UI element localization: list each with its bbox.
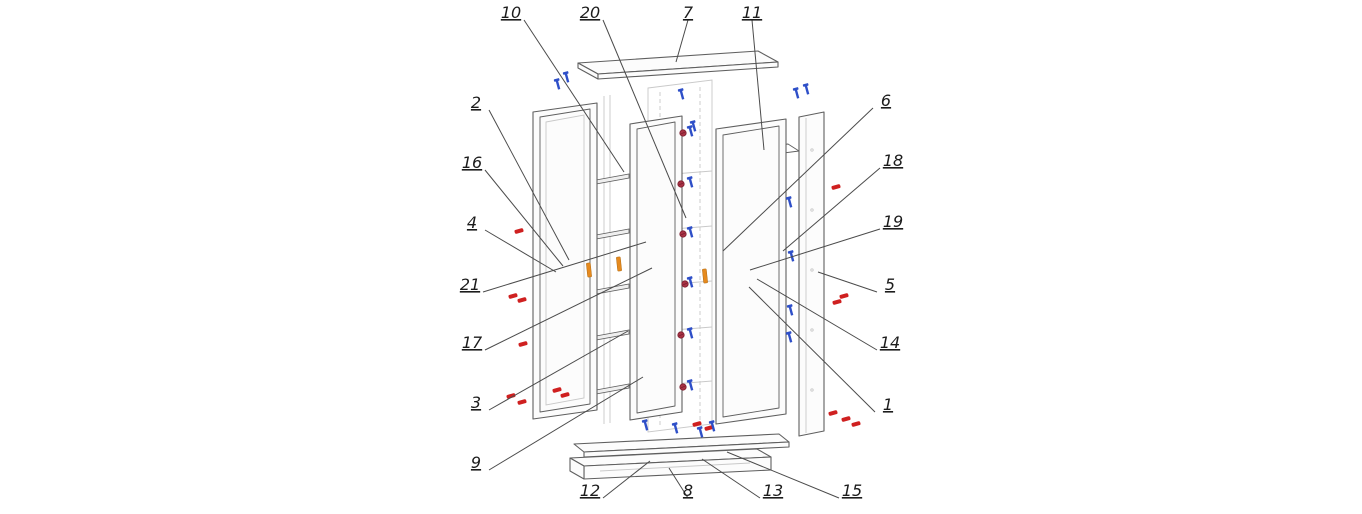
callout-17: 17 [462,267,653,352]
callout-10: 10 [501,3,625,173]
bolt-icon [785,331,793,343]
callout-label: 21 [460,275,480,294]
callout-18: 18 [782,151,903,252]
bolt-icon [689,120,697,132]
callout-1: 1 [748,286,893,414]
bolt-icon [686,226,694,238]
handle-icon [616,256,622,272]
callout-12: 12 [580,460,651,500]
cam-lock-icon [677,180,685,188]
top-panel [577,50,779,80]
callout-label: 9 [471,453,481,472]
bolt-icon [686,276,694,288]
dowel-icon [518,341,528,347]
bolt-icon [802,83,810,95]
right-side-panel [798,111,825,437]
dowel-icon [828,410,838,416]
callout-label: 1 [883,395,893,414]
dowel-icon [692,421,702,427]
cam-lock-icon [679,129,687,137]
callout-label: 5 [885,275,895,294]
cam-lock-icon [679,383,687,391]
callout-label: 11 [742,3,762,22]
bolt-icon [686,327,694,339]
handle-icon [702,268,708,284]
dowel-icon [851,421,861,427]
callout-15: 15 [726,451,862,500]
callout-label: 2 [471,93,481,112]
middle-door-panel [629,115,683,421]
handle-icons [586,256,708,284]
cam-lock-icon [677,331,685,339]
dowel-icon [839,293,849,299]
bolt-icon [785,196,793,208]
shelf-bars [595,173,630,395]
callout-label: 14 [880,333,900,352]
callout-21: 21 [460,241,647,294]
dowel-icon [517,399,527,405]
callout-9: 9 [471,376,644,472]
callout-19: 19 [749,212,903,271]
cam-lock-icon [679,230,687,238]
callout-16: 16 [462,153,564,267]
callout-20: 20 [580,3,687,219]
dowel-icons [506,184,861,431]
callout-label: 4 [467,213,477,232]
bolt-icon [786,304,794,316]
dowel-icon [832,299,842,305]
bolt-icon [677,88,685,100]
bolt-icon [562,71,570,83]
callout-label: 19 [883,212,903,231]
callout-4: 4 [467,213,557,273]
callout-label: 13 [763,481,783,500]
callout-3: 3 [471,330,629,412]
callout-13: 13 [701,458,783,500]
callout-label: 7 [683,3,694,22]
callout-label: 10 [501,3,521,22]
callout-label: 16 [462,153,482,172]
cam-lock-icons [677,129,689,391]
callout-label: 12 [580,481,600,500]
callout-label: 3 [471,393,481,412]
dowel-icon [831,184,841,190]
dowel-icon [506,393,516,399]
callout-11: 11 [742,3,765,151]
dowel-icon [514,228,524,234]
bolt-icon [686,176,694,188]
dowel-icon [560,392,570,398]
bolt-icon [671,422,679,434]
bolt-icon [686,125,694,137]
bolt-icon [553,78,561,90]
bolt-icon [641,419,649,431]
dowel-icon [552,387,562,393]
callout-5: 5 [817,271,895,294]
callout-2: 2 [471,93,570,261]
callout-8: 8 [668,467,693,500]
left-door-panel [532,102,598,420]
bolt-icon [686,379,694,391]
callout-14: 14 [756,278,900,352]
bolt-icon [792,87,800,99]
dowel-icon [841,416,851,422]
dowel-icon [517,297,527,303]
callout-label: 15 [842,481,862,500]
callout-6: 6 [722,91,891,252]
handle-icon [586,262,592,278]
bolt-icon [708,420,716,432]
right-door-panel [715,118,787,425]
base-assembly [569,433,790,480]
callout-label: 8 [683,481,693,500]
dowel-icon [704,425,714,431]
callout-label: 6 [881,91,891,110]
callout-label: 18 [883,151,903,170]
bolt-icons [553,71,810,438]
cam-lock-icon [681,280,689,288]
callout-label: 20 [580,3,600,22]
callout-label: 17 [462,333,483,352]
bolt-icon [696,426,704,438]
dowel-icon [508,293,518,299]
callout-7: 7 [675,3,694,63]
